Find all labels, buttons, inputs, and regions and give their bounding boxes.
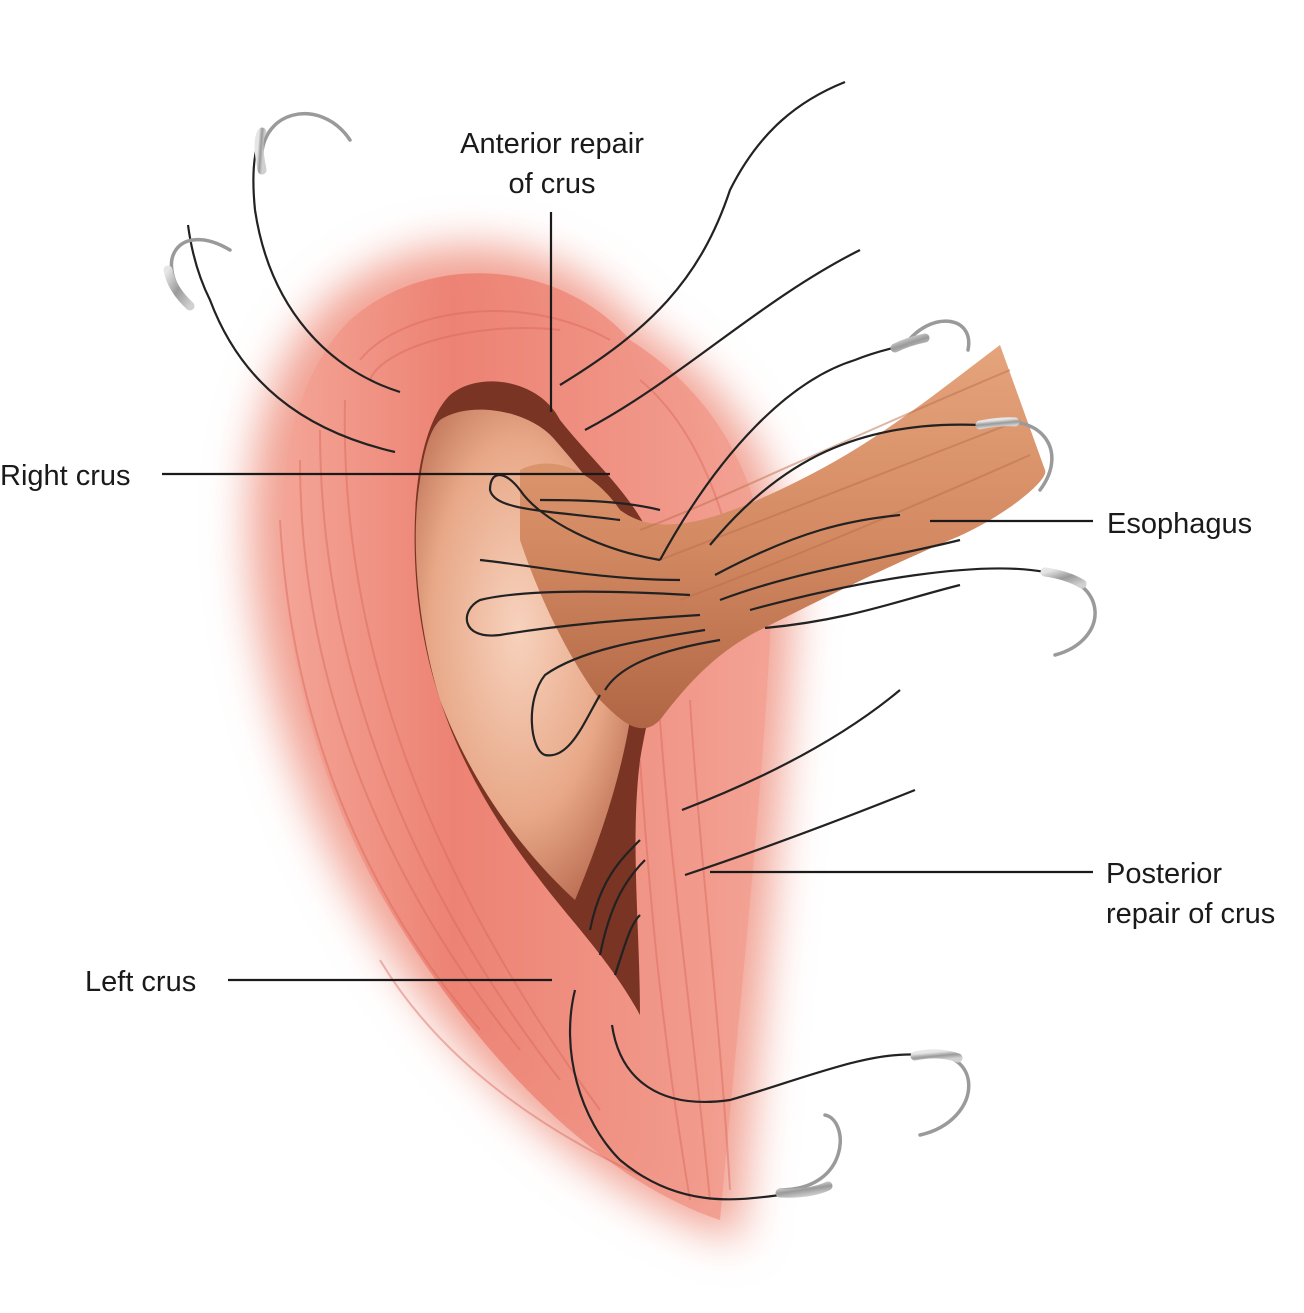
label-right-crus-text: Right crus [0, 460, 131, 492]
muscle-fibers [279, 310, 741, 1201]
label-posterior-line1: Posterior [1106, 858, 1223, 890]
label-right-crus: Right crus [0, 456, 131, 496]
needle-2 [163, 237, 232, 311]
label-posterior-line2: repair of crus [1106, 898, 1276, 930]
needle-7 [910, 1049, 971, 1137]
needle-3 [890, 319, 971, 353]
label-posterior-repair-of-crus: Posterior repair of crus [1106, 854, 1275, 934]
needle-5 [1040, 567, 1097, 657]
label-esophagus: Esophagus [1107, 504, 1252, 544]
esophagus-tube [520, 345, 1046, 729]
sutures [186, 80, 1046, 1201]
label-left-crus-text: Left crus [85, 966, 197, 998]
needle-4 [975, 417, 1054, 492]
leader-lines [162, 212, 1093, 982]
label-left-crus: Left crus [85, 962, 196, 1002]
needles [163, 112, 1097, 1198]
needle-1 [254, 112, 352, 175]
label-anterior-line2: of crus [508, 168, 596, 200]
label-anterior-repair-of-crus: Anterior repair of crus [420, 124, 684, 204]
needle-6 [775, 1113, 842, 1198]
label-esophagus-text: Esophagus [1107, 508, 1253, 540]
label-anterior-line1: Anterior repair [460, 128, 644, 160]
